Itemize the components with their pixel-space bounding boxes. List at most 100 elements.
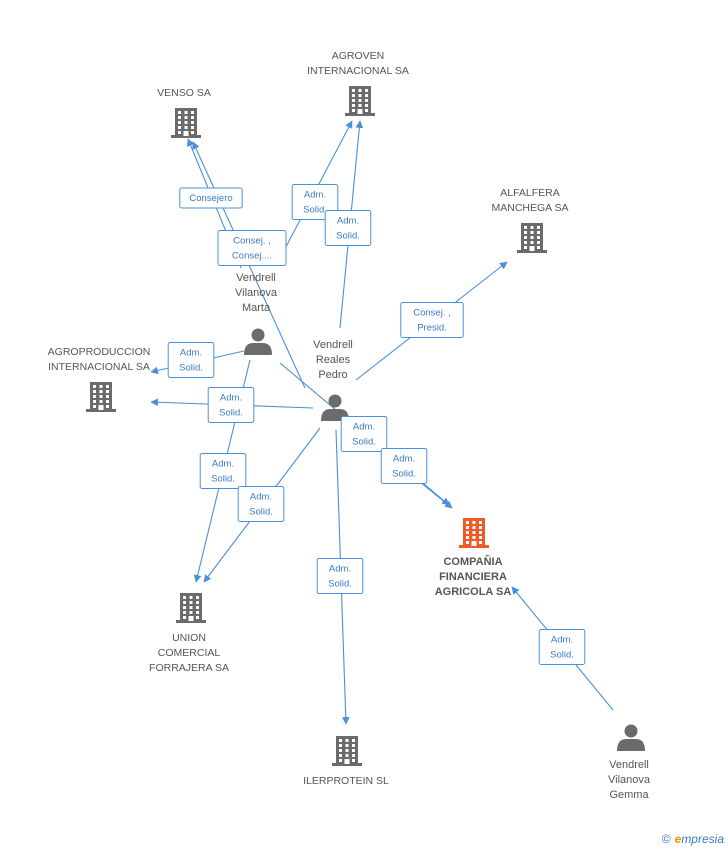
building-window [189,601,193,604]
node-label-union: FORRAJERA SA [149,662,229,674]
building-window [178,121,181,124]
building-window [106,395,109,398]
node-alfalfera[interactable]: ALFALFERA MANCHEGA SA [491,187,569,253]
node-label-marta: Marta [242,302,271,314]
building-window [524,236,527,239]
building-window [352,754,355,757]
edge-label-text: Solid. [219,408,243,419]
building-window [352,104,355,107]
building-icon[interactable] [171,108,201,138]
building-door [188,616,194,621]
building-window [191,126,194,129]
building-window [537,246,540,249]
building-door [529,246,535,251]
node-label-alfalfera: ALFALFERA [500,187,560,199]
building-icon[interactable] [517,223,547,253]
building-window [345,744,349,747]
building-window [479,526,482,529]
building-window [352,89,355,92]
building-icon[interactable] [345,86,375,116]
building-window [365,94,368,97]
building-window [106,400,109,403]
edge-label-text: Adm. [353,422,375,433]
edge-label-box [179,187,243,209]
building-icon[interactable] [332,736,362,766]
building-window [358,94,362,97]
building-icon[interactable] [176,593,206,623]
building-window [524,246,527,249]
building-window [345,739,349,742]
person-icon[interactable] [244,328,272,356]
edge-label-pedro-union[interactable]: Adm.Solid. [237,486,285,522]
building-window [191,116,194,119]
building-window [472,531,476,534]
building-window [339,739,342,742]
building-icon[interactable] [86,382,116,412]
building-window [345,749,349,752]
node-venso[interactable]: VENSO SA [157,87,211,138]
edge-label-text: Solid. [249,507,273,518]
building-window [358,89,362,92]
edge-label-text: Solid. [328,579,352,590]
edge-label-box [340,416,388,452]
building-window [189,596,193,599]
person-head [328,394,342,408]
node-label-compania: AGRICOLA SA [435,586,512,598]
building-window [352,109,355,112]
node-label-gemma: Vilanova [608,774,651,786]
building-window [479,531,482,534]
building-window [184,111,188,114]
edge-label-box [207,387,255,423]
node-label-gemma: Gemma [609,789,649,801]
node-label-alfalfera: MANCHEGA SA [491,202,568,214]
edge-label-pedro-agroproduccion[interactable]: Adm.Solid. [207,387,255,423]
building-door [344,759,350,764]
person-head [624,724,638,738]
building-window [99,385,103,388]
node-ilerprotein[interactable]: ILERPROTEIN SL [303,736,389,787]
building-window [189,611,193,614]
edge-label-marta-union[interactable]: Adm.Solid. [199,453,247,489]
edge-label-marta-agroproduccion[interactable]: Adm.Solid. [167,342,215,378]
edge-label-pedro-agroven[interactable]: Adm.Solid. [324,210,372,246]
building-window [196,606,199,609]
building-window [339,754,342,757]
edge-label-pedro-compania[interactable]: Adm.Solid. [380,448,428,484]
main-company-building-icon[interactable] [459,518,489,548]
building-window [191,121,194,124]
building-window [358,104,362,107]
building-window [106,405,109,408]
building-window [466,526,469,529]
copyright-symbol: © [661,832,671,846]
edge-label-box [324,210,372,246]
node-label-ilerprotein: ILERPROTEIN SL [303,775,389,787]
brand-initial: e [674,832,682,846]
building-window [196,616,199,619]
edge-label-gemma-compania[interactable]: Adm.Solid. [538,629,586,665]
building-window [530,226,534,229]
building-base [86,409,116,412]
edge-label-pedro-alfalfera[interactable]: Consej. ,Presid. [400,302,464,338]
edge-label-marta-compania[interactable]: Adm.Solid. [340,416,388,452]
building-window [537,226,540,229]
edge-label-pedro-ilerprotein[interactable]: Adm.Solid. [316,558,364,594]
person-icon[interactable] [617,724,645,752]
building-base [176,620,206,623]
edge-label-marta-venso[interactable]: Consejero [179,187,243,209]
footer-brand[interactable]: ©empresia [662,832,724,846]
building-window [184,126,188,129]
building-window [352,94,355,97]
building-window [537,241,540,244]
building-window [365,109,368,112]
building-window [524,231,527,234]
edge-label-pedro-venso[interactable]: Consej. ,Consej.... [217,230,287,266]
building-window [189,606,193,609]
